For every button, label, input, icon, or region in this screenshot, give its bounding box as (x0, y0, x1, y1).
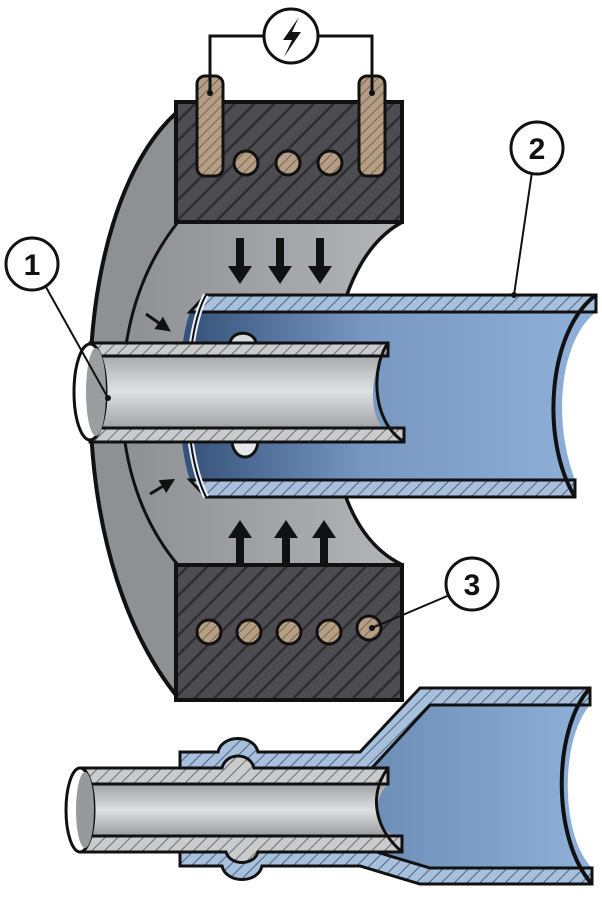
inner-tube-wall-bottom (88, 426, 406, 444)
outer-tube-end (551, 293, 598, 499)
magnetic-force-arrows (228, 238, 336, 566)
inner-tube-wall-top (88, 341, 390, 358)
circuit-wire (317, 34, 374, 93)
coil-turn (315, 618, 343, 646)
result-inner-tube-wall-top (78, 754, 390, 786)
callout-3: 3 (369, 556, 500, 631)
coil-turn (316, 149, 344, 177)
coil-turns-bottom (195, 614, 383, 646)
force-arrow-icon (274, 520, 298, 566)
coil-turn (232, 149, 260, 177)
coil-turns-top (232, 149, 344, 177)
result-inner-tube-wall-bottom (78, 834, 404, 864)
callout-label: 2 (529, 133, 546, 166)
force-arrow-icon (228, 520, 252, 566)
result-outer-tube-wall-top (178, 686, 592, 772)
force-arrow-icon (268, 238, 292, 284)
callout-2: 2 (509, 120, 565, 298)
inner-tube-groove-bottom (230, 440, 260, 459)
outer-tube-wall-bottom (186, 478, 577, 499)
result-outer-tube-wall-bottom (178, 848, 594, 886)
callout-1: 1 (4, 236, 111, 401)
inner-tube (72, 331, 406, 459)
result-inner-tube-interior (80, 784, 398, 836)
callout-label: 1 (24, 249, 41, 282)
force-arrow-icon (228, 238, 252, 284)
circuit-wire (208, 34, 265, 93)
force-arrow-icon (312, 520, 336, 566)
power-circuit (208, 7, 374, 93)
gap-arrow-top (145, 312, 171, 332)
lightning-icon (283, 17, 301, 57)
coil-turn (235, 618, 263, 646)
coil-turn (275, 618, 303, 646)
coil-turn (195, 618, 223, 646)
gap-arrow-bottom (149, 478, 176, 496)
callout-label: 3 (464, 569, 481, 602)
crimped-joint-result (64, 686, 594, 886)
inner-tube-end (375, 342, 405, 444)
inner-tube-interior (90, 350, 388, 432)
outer-tube-wall-top (186, 293, 598, 314)
inner-tube-groove-top (228, 331, 258, 345)
coil-turn (274, 149, 302, 177)
force-arrow-icon (308, 238, 332, 284)
